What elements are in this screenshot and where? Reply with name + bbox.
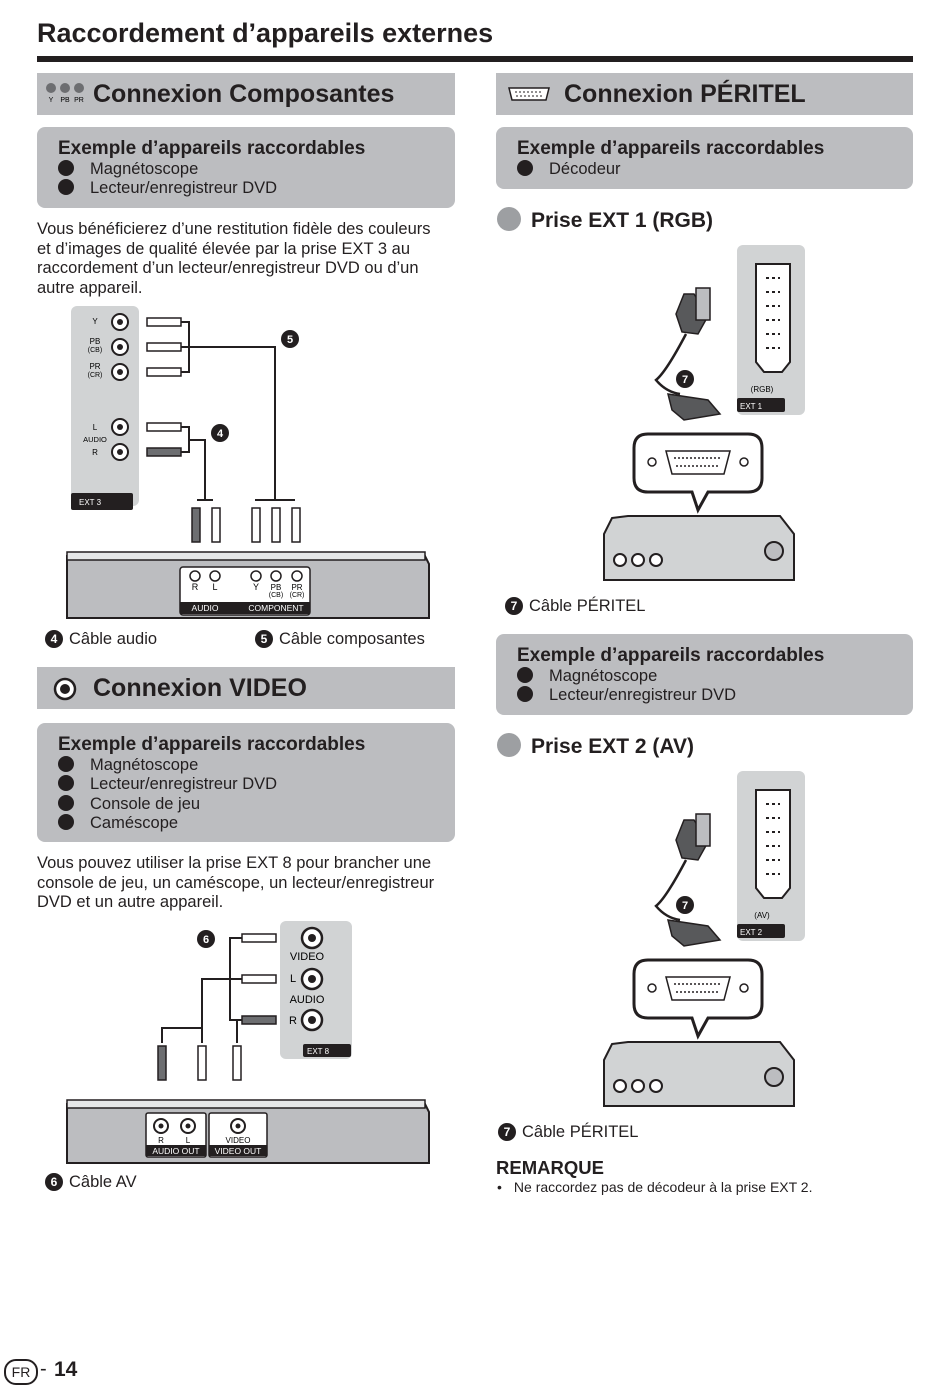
peritel-device-item: Lecteur/enregistreur DVD [517,686,736,705]
svg-text:PR: PR [74,97,84,104]
video-examples-title: Exemple d’appareils raccordables [58,734,366,755]
svg-text:(CB): (CB) [88,347,102,354]
svg-text:AUDIO OUT: AUDIO OUT [152,1146,199,1156]
language-badge: FR [4,1359,38,1385]
ext2-connection-diagram: (AV) EXT 2 7 [603,771,805,1107]
peritel-examples-box-1: Exemple d’appareils raccordables Décodeu… [496,127,913,189]
svg-text:(CB): (CB) [269,592,283,599]
peritel-heading: Connexion PÉRITEL [564,80,806,108]
component-section-header: Y PB PR Connexion Composantes [37,73,455,115]
svg-text:L: L [290,973,296,985]
svg-text:(AV): (AV) [754,911,770,920]
svg-text:R: R [158,1136,164,1145]
video-heading: Connexion VIDEO [93,674,307,702]
svg-text:R: R [92,448,98,457]
bullet-icon [58,756,74,772]
remark-title: REMARQUE [496,1157,604,1178]
component-connection-diagram: Y PB (CB) PR (CR) L AUDIO R EXT 3 5 4 R … [66,306,430,619]
tv-ext3-tag: EXT 3 [79,498,102,507]
peritel-examples-title-2: Exemple d’appareils raccordables [517,645,825,666]
ext2-heading: Prise EXT 2 (AV) [497,733,694,759]
peritel-device-item: Magnétoscope [517,667,657,686]
ext1-heading: Prise EXT 1 (RGB) [497,207,713,233]
bullet-icon [517,686,533,702]
component-device-item: Lecteur/enregistreur DVD [58,179,277,198]
component-jacks-icon: Y PB PR [46,83,84,104]
svg-text:PB: PB [60,97,70,104]
svg-text:R: R [289,1015,297,1027]
svg-text:COMPONENT: COMPONENT [248,603,303,613]
gray-circle-icon [497,733,521,757]
svg-text:Y: Y [253,582,259,592]
video-jack-icon [53,677,77,701]
svg-text:L: L [186,1136,191,1145]
svg-text:VIDEO: VIDEO [226,1136,251,1145]
page-number: 14 [54,1358,78,1381]
gray-circle-icon [497,207,521,231]
scart-connector-icon [508,87,550,101]
bullet-icon [58,795,74,811]
ext1-connection-diagram: (RGB) EXT 1 7 [603,245,805,581]
svg-text:VIDEO OUT: VIDEO OUT [215,1146,262,1156]
video-device-item: Lecteur/enregistreur DVD [58,775,277,794]
svg-text:(CR): (CR) [88,372,103,379]
svg-text:Y: Y [49,97,54,104]
video-device-item: Console de jeu [58,795,200,814]
component-examples-box: Exemple d’appareils raccordables Magnéto… [37,127,455,208]
svg-text:R: R [192,582,199,592]
svg-text:AUDIO: AUDIO [290,994,325,1006]
svg-text:L: L [93,423,98,432]
remark-item: •Ne raccordez pas de décodeur à la prise… [497,1179,813,1195]
svg-text:VIDEO: VIDEO [290,951,325,963]
tv-ext8-tag: EXT 8 [307,1047,330,1056]
component-heading: Connexion Composantes [93,80,395,108]
cable-number-5: 5 [287,334,293,346]
video-connection-diagram: VIDEO L AUDIO R EXT 8 6 R L VIDEO AUDIO … [66,921,430,1164]
video-examples-box: Exemple d’appareils raccordables Magnéto… [37,723,455,842]
svg-text:PB: PB [90,337,101,346]
video-device-item: Caméscope [58,814,178,833]
tv-ext2-tag: EXT 2 [740,928,763,937]
tv-jack-y [111,313,129,331]
video-device-item: Magnétoscope [58,756,198,775]
svg-text:AUDIO: AUDIO [192,603,219,613]
cable-number-7: 7 [682,374,688,386]
video-description: Vous pouvez utiliser la prise EXT 8 pour… [37,854,435,911]
tv-ext1-tag: EXT 1 [740,402,763,411]
bullet-icon [517,667,533,683]
bullet-icon [58,179,74,195]
bullet-icon [58,160,74,176]
peritel-examples-title-1: Exemple d’appareils raccordables [517,138,825,159]
peritel-device-item: Décodeur [517,160,621,179]
bullet-icon [58,775,74,791]
svg-text:AUDIO: AUDIO [83,435,107,444]
component-device-item: Magnétoscope [58,160,198,179]
cable-number-7: 7 [682,900,688,912]
page-separator: - [40,1358,47,1380]
page-title: Raccordement d’appareils externes [37,18,494,48]
svg-text:PR: PR [291,583,302,592]
peritel-section-header: Connexion PÉRITEL [496,73,913,115]
component-examples-title: Exemple d’appareils raccordables [58,138,366,159]
svg-text:PB: PB [271,583,282,592]
svg-text:(RGB): (RGB) [751,385,774,394]
svg-text:PR: PR [89,362,100,371]
title-rule [37,56,913,62]
peritel-examples-box-2: Exemple d’appareils raccordables Magnéto… [496,634,913,715]
component-description: Vous bénéficierez d’une restitution fidè… [37,220,431,297]
video-section-header: Connexion VIDEO [37,667,455,709]
bullet-icon [58,814,74,830]
cable-number-6: 6 [203,934,209,946]
svg-text:(CR): (CR) [290,592,305,599]
cable-number-4: 4 [217,428,224,440]
bullet-icon [517,160,533,176]
tv-label-y: Y [92,317,98,326]
svg-text:L: L [212,582,217,592]
